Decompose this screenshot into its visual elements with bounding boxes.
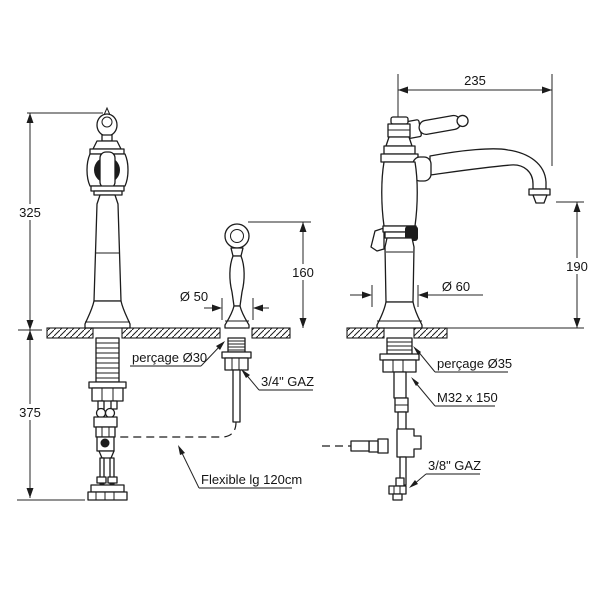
label-mounting-thread: M32 x 150 — [437, 390, 498, 405]
deck-front — [46, 327, 291, 339]
side-view-lever-handle — [405, 114, 469, 139]
front-view-faucet-body — [84, 106, 131, 329]
dim-handspray-height: 160 — [292, 265, 314, 280]
label-handspray-thread: 3/4" GAZ — [261, 374, 314, 389]
dim-depth-below-deck: 375 — [19, 405, 41, 420]
flexible-hose-dashed-line — [118, 421, 237, 438]
dimension-lines: 325 375 160 Ø 50 235 Ø 60 — [15, 73, 593, 501]
label-hose: Flexible lg 120cm — [201, 472, 302, 487]
dim-height-above-deck: 325 — [19, 205, 41, 220]
underdeck-side — [322, 337, 422, 501]
dim-body-base-diameter: Ø 60 — [442, 279, 470, 294]
side-view-faucet-body — [370, 114, 551, 329]
dim-spout-height: 190 — [566, 259, 588, 274]
annotation-labels: perçage Ø30 3/4" GAZ Flexible lg 120cm p… — [130, 341, 512, 489]
dim-handspray-base-diameter: Ø 50 — [180, 289, 208, 304]
underdeck-front-main — [87, 337, 128, 501]
underdeck-front-handspray — [118, 337, 252, 438]
label-side-hole: perçage Ø35 — [437, 356, 512, 371]
front-view-handspray — [224, 223, 250, 329]
label-supply-thread: 3/8" GAZ — [428, 458, 481, 473]
dim-spout-reach: 235 — [464, 73, 486, 88]
label-front-hole: perçage Ø30 — [132, 350, 207, 365]
deck-side — [346, 327, 448, 339]
side-view-spout — [429, 148, 547, 190]
